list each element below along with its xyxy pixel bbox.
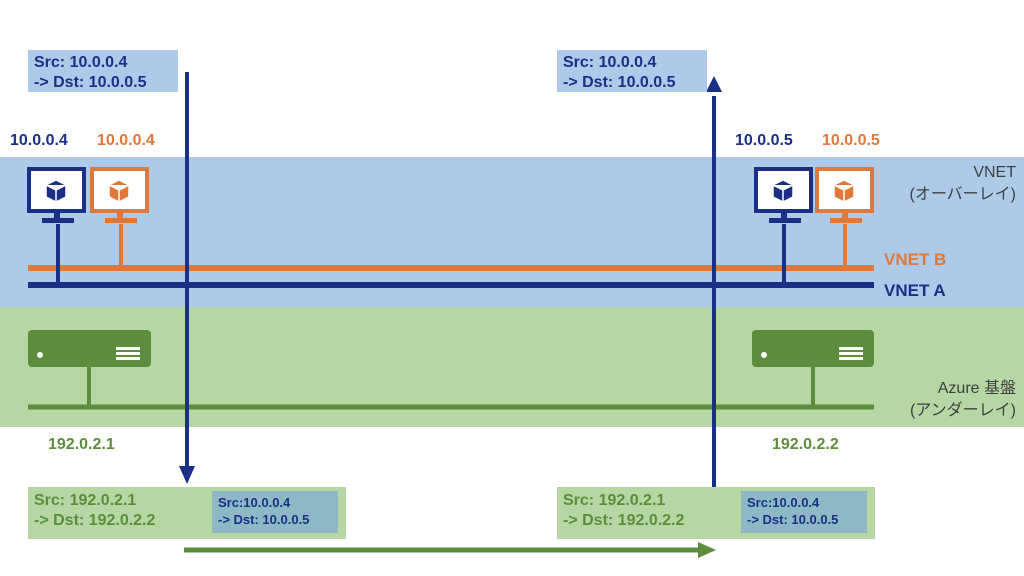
overlay-label-line2: (オーバーレイ) [909,186,1017,203]
underlay-label: Azure 基盤 (アンダーレイ) [910,378,1016,422]
left-server-icon [28,330,151,367]
right-blue-vm-icon [754,167,813,223]
packet-src: Src: 10.0.0.4 [563,54,657,71]
packet-src: Src: 192.0.2.1 [563,492,666,509]
overlay-label: VNET (オーバーレイ) [910,162,1017,206]
underlay-label-line2: (アンダーレイ) [909,402,1016,419]
left-server-ip: 192.0.2.1 [48,436,115,453]
underlay-packet-sent: Src: 192.0.2.1 -> Dst: 192.0.2.2 Src:10.… [28,487,346,539]
inner-dst: -> Dst: 10.0.0.5 [747,512,839,527]
right-server-ip: 192.0.2.2 [772,436,839,453]
underlay-packet-received: Src: 192.0.2.1 -> Dst: 192.0.2.2 Src:10.… [557,487,875,539]
left-orange-vm-icon [90,167,149,223]
packet-dst: -> Dst: 10.0.0.5 [34,74,147,91]
cube-icon [108,179,130,203]
cube-icon [772,179,794,203]
left-blue-vm-icon [27,167,86,223]
inner-src: Src:10.0.0.4 [218,495,291,510]
overlay-label-line1: VNET [973,164,1016,181]
underlay-transfer-arrow-head [698,542,716,558]
right-blue-host-ip: 10.0.0.5 [735,132,793,149]
packet-src: Src: 192.0.2.1 [34,492,137,509]
encapsulated-packet: Src:10.0.0.4 -> Dst: 10.0.0.5 [212,491,338,533]
packet-dst: -> Dst: 10.0.0.5 [563,74,676,91]
encapsulated-packet: Src:10.0.0.4 -> Dst: 10.0.0.5 [741,491,867,533]
vnet-b-label: VNET B [884,250,947,269]
right-orange-vm-icon [815,167,874,223]
packet-dst: -> Dst: 192.0.2.2 [563,512,685,529]
up-arrow-head [706,76,722,92]
underlay-label-line1: Azure 基盤 [937,380,1016,397]
overlay-packet-sent: Src: 10.0.0.4 -> Dst: 10.0.0.5 [28,50,178,92]
down-arrow-head [179,466,195,484]
right-server-icon [752,330,874,367]
inner-src: Src:10.0.0.4 [747,495,820,510]
left-orange-host-ip: 10.0.0.4 [97,132,155,149]
inner-dst: -> Dst: 10.0.0.5 [218,512,310,527]
right-orange-host-ip: 10.0.0.5 [822,132,880,149]
vnet-a-label: VNET A [884,281,946,300]
overlay-packet-received: Src: 10.0.0.4 -> Dst: 10.0.0.5 [557,50,707,92]
packet-dst: -> Dst: 192.0.2.2 [34,512,156,529]
cube-icon [45,179,67,203]
cube-icon [833,179,855,203]
packet-src: Src: 10.0.0.4 [34,54,128,71]
left-blue-host-ip: 10.0.0.4 [10,132,68,149]
